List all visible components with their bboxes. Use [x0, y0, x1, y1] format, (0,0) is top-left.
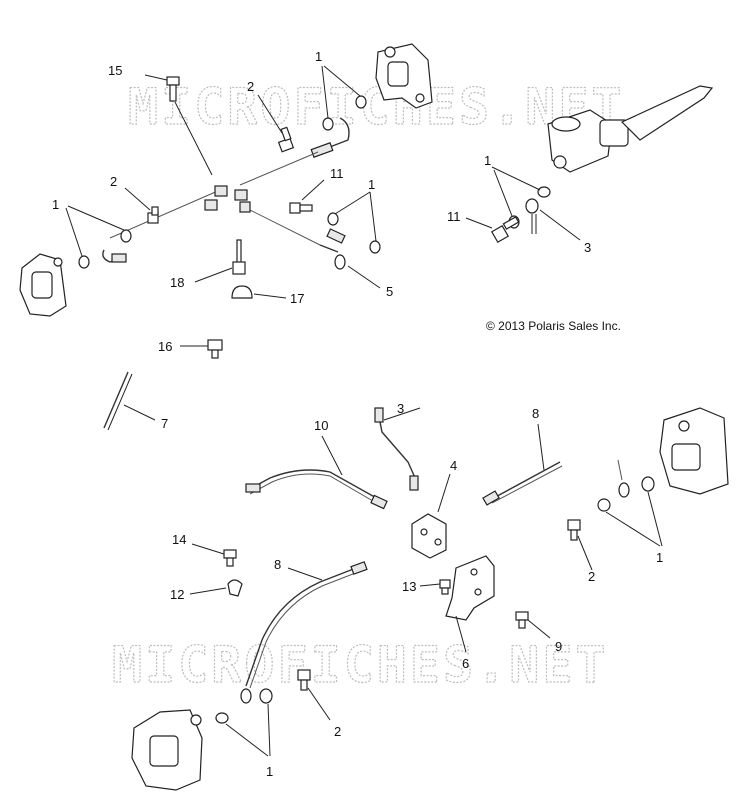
part-13-fastener — [419, 579, 451, 595]
part-11-bolt-mc — [465, 216, 520, 244]
leader-1g — [491, 166, 541, 191]
part-2-bolt-right — [567, 519, 593, 571]
part-12-clip — [189, 579, 243, 597]
leader-1k — [225, 723, 269, 757]
leader-1c — [65, 207, 83, 257]
part-6-bracket — [445, 555, 495, 653]
callout-4: 4 — [450, 458, 457, 473]
washer-1b — [355, 95, 367, 109]
part-2-bolt-lower — [297, 669, 331, 721]
part-8-hose-lower — [245, 561, 368, 689]
part-4-junction-block — [411, 473, 451, 559]
leader-1j — [647, 491, 663, 547]
callout-14: 14 — [172, 532, 186, 547]
callout-7: 7 — [161, 416, 168, 431]
part-16-fastener — [180, 339, 223, 359]
banjo-fitting-left — [102, 249, 127, 263]
callout-1-left: 1 — [52, 197, 59, 212]
callout-5: 5 — [386, 284, 393, 299]
part-14-fastener — [191, 543, 237, 567]
callout-3-lower: 3 — [397, 401, 404, 416]
washer-1j — [641, 476, 655, 492]
banjo-fitting-top — [310, 117, 350, 158]
part-17-clamp — [231, 285, 287, 299]
part-9-bolt — [515, 611, 551, 639]
washer-1c — [78, 255, 90, 269]
watermark-bottom: MICROFICHES.NET — [112, 636, 609, 694]
callout-12: 12 — [170, 587, 184, 602]
master-cylinder-lever — [547, 85, 714, 173]
leader-1f — [369, 191, 377, 242]
callout-17: 17 — [290, 291, 304, 306]
part-10-hose — [245, 435, 388, 510]
leader-1a — [321, 65, 329, 119]
callout-1-mc: 1 — [484, 153, 491, 168]
watermark-top: MICROFICHES.NET — [128, 78, 625, 136]
banjo-fitting-lower — [240, 688, 252, 704]
callout-11-mc: 11 — [447, 209, 461, 224]
part-7-rod — [103, 371, 156, 431]
callout-9: 9 — [555, 639, 562, 654]
part-2-bolt-top — [257, 94, 295, 153]
callout-2-right: 2 — [588, 569, 595, 584]
part-3-fitting-mc — [525, 198, 581, 241]
callout-1-right: 1 — [656, 550, 663, 565]
leader-1i — [605, 511, 661, 547]
washer-1e — [327, 212, 339, 226]
leader-1b — [323, 65, 361, 97]
leader-1l — [267, 703, 271, 757]
callout-2-left: 2 — [110, 174, 117, 189]
washer-1i — [597, 498, 611, 512]
part-3-hose-lower — [374, 407, 421, 491]
part-15-bolt — [144, 74, 213, 176]
caliper-upper-left — [19, 253, 67, 317]
part-18-pin — [194, 239, 246, 283]
part-5-banjo — [319, 228, 381, 289]
part-8-hose-upper — [482, 423, 563, 506]
callout-2-top: 2 — [247, 79, 254, 94]
callout-10: 10 — [314, 418, 328, 433]
callout-1-lower: 1 — [266, 764, 273, 779]
leader-1d — [67, 205, 125, 231]
banjo-fitting-right — [617, 459, 630, 498]
washer-1g — [537, 186, 551, 198]
caliper-mid-right — [659, 407, 729, 495]
callout-18: 18 — [170, 275, 184, 290]
callout-16: 16 — [158, 339, 172, 354]
leader-1h — [493, 169, 513, 217]
washer-1d — [120, 229, 132, 243]
callout-8-upper: 8 — [532, 406, 539, 421]
callout-8-lower: 8 — [274, 557, 281, 572]
washer-1l — [259, 688, 273, 704]
callout-11-mid: 11 — [330, 166, 344, 181]
callout-13: 13 — [402, 579, 416, 594]
callout-15: 15 — [108, 63, 122, 78]
copyright-text: © 2013 Polaris Sales Inc. — [486, 319, 621, 333]
callout-1-top: 1 — [315, 49, 322, 64]
part-2-bolt-left — [124, 187, 159, 224]
callout-3-mc: 3 — [584, 240, 591, 255]
brake-line-tree — [109, 151, 321, 246]
washer-1a — [322, 117, 334, 131]
washer-1f — [369, 240, 381, 254]
callout-6: 6 — [462, 656, 469, 671]
callout-2-lower: 2 — [334, 724, 341, 739]
callout-1-mid: 1 — [368, 177, 375, 192]
washer-1k — [215, 712, 229, 724]
part-11-bolt-mid — [289, 179, 325, 214]
caliper-lower-left — [131, 709, 203, 791]
caliper-upper-right — [375, 43, 433, 109]
leader-1e — [334, 191, 371, 215]
